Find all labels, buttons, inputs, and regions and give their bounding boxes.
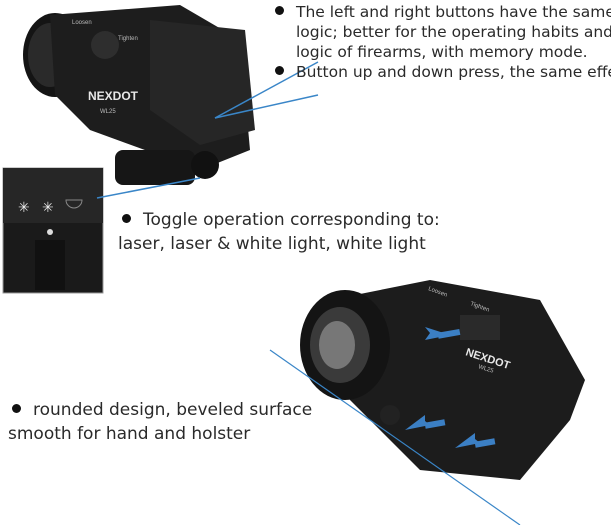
note-line: logic; better for the operating habits a… [296,23,611,41]
note-line: rounded design, beveled surface [33,400,313,420]
note-line: Button up and down press, the same effec… [296,63,611,81]
blue-arrows [405,327,496,448]
note-line: smooth for hand and holster [8,424,251,444]
toggle-note: Toggle operation corresponding to: laser… [118,208,440,256]
bullet-icon [275,6,284,15]
note-line: Toggle operation corresponding to: [143,210,440,230]
note-line: laser, laser & white light, white light [118,234,426,254]
model-label-bottom: WL25 [477,364,494,375]
bullet-icon [275,66,284,75]
laser-light-icon: ✳ [42,200,54,216]
tighten-label: Tighten [118,36,138,42]
laser-icon: ✳ [18,200,30,216]
pointer-line [96,177,201,199]
pointer-line [214,94,319,119]
model-label: WL25 [100,109,116,115]
loosen-label: Loosen [72,20,92,26]
flashlight-bottom-image: NEXDOT WL25 Loosen Tighten [300,280,585,480]
bevel-guide-line [269,349,521,525]
design-note: rounded design, beveled surface smooth f… [8,398,312,446]
flashlight-top-image: Loosen Tighten NEXDOT WL25 [23,5,255,185]
note-line: logic of firearms, with memory mode. [296,43,588,61]
white-light-icon [65,199,83,209]
note-line: The left and right buttons have the same [296,3,611,21]
bullet-icon [122,214,131,223]
brand-label: NEXDOT [88,89,139,103]
pointer-line [214,61,319,119]
toggle-switch-inset: ✳ ✳ [2,167,104,294]
bullet-icon [12,404,21,413]
buttons-note: The left and right buttons have the same… [275,2,611,82]
